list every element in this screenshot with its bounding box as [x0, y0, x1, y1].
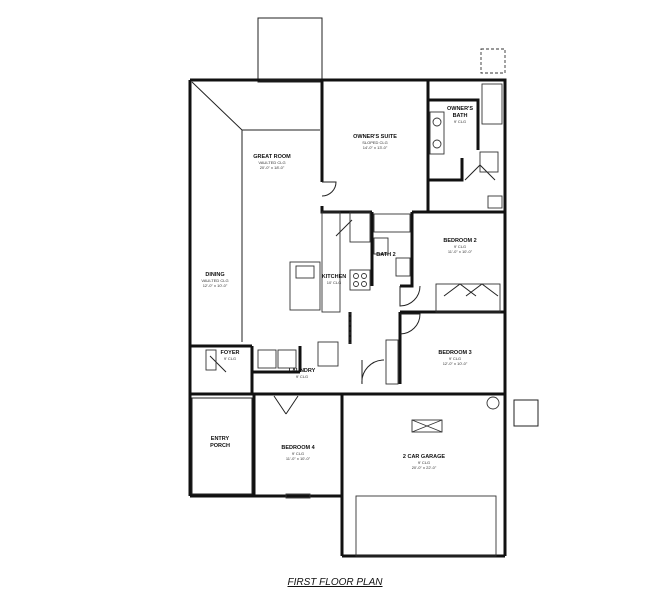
hvac-pad-rear: [480, 48, 506, 74]
svg-text:OWNER'S: OWNER'S: [447, 106, 473, 112]
rear-patio: [257, 17, 323, 83]
svg-text:9' CLG: 9' CLG: [296, 374, 308, 379]
kitchen-fixtures: [289, 211, 371, 367]
svg-text:OWNER'S SUITE: OWNER'S SUITE: [353, 134, 397, 140]
svg-text:12'-0" x 10'-0": 12'-0" x 10'-0": [443, 361, 468, 366]
svg-text:LAUNDRY: LAUNDRY: [289, 368, 316, 374]
svg-text:PORCH: PORCH: [210, 443, 230, 449]
room-label-laundry: LAUNDRY 9' CLG: [289, 368, 316, 379]
svg-text:14'-0" x 13'-0": 14'-0" x 13'-0": [363, 145, 388, 150]
room-label-bedroom-3: BEDROOM 3 9' CLG 12'-0" x 10'-0": [438, 350, 471, 366]
svg-text:ENTRY: ENTRY: [211, 436, 230, 442]
svg-text:10' CLG: 10' CLG: [327, 280, 342, 285]
room-label-owners-suite: OWNER'S SUITE SLOPED CLG 14'-0" x 13'-0": [353, 134, 397, 150]
room-label-bedroom-2: BEDROOM 2 9' CLG 11'-0" x 10'-0": [443, 238, 476, 254]
garage-fixtures: [355, 396, 500, 557]
svg-text:11'-0" x 10'-0": 11'-0" x 10'-0": [448, 249, 473, 254]
room-label-great-room: GREAT ROOM VAULTED CLG 20'-0" x 18'-0": [253, 154, 291, 170]
svg-text:12'-0" x 10'-0": 12'-0" x 10'-0": [203, 283, 228, 288]
vaulted-ceiling-lines: [191, 81, 320, 342]
svg-text:20'-0" x 18'-0": 20'-0" x 18'-0": [260, 165, 285, 170]
plan-title: FIRST FLOOR PLAN: [287, 577, 383, 588]
svg-text:9' CLG: 9' CLG: [454, 244, 466, 249]
room-label-dining: DINING VAULTED CLG 12'-0" x 10'-0": [201, 272, 228, 288]
owners-bath-fixtures: [429, 83, 503, 209]
exterior-walls: [188, 78, 507, 558]
svg-text:11'-0" x 10'-0": 11'-0" x 10'-0": [286, 456, 311, 461]
room-label-garage: 2 CAR GARAGE 9' CLG 20'-0" x 22'-0": [403, 454, 446, 470]
svg-text:VAULTED CLG: VAULTED CLG: [201, 278, 228, 283]
svg-text:BEDROOM 4: BEDROOM 4: [281, 445, 315, 451]
windows: [260, 79, 320, 499]
room-label-kitchen: KITCHEN 10' CLG: [322, 274, 346, 285]
hvac-pad-side: [513, 399, 539, 427]
room-label-owners-bath: OWNER'S BATH 9' CLG: [447, 106, 473, 124]
svg-text:DINING: DINING: [205, 272, 224, 278]
room-label-bath-2: BATH 2: [376, 252, 395, 258]
svg-text:BEDROOM 3: BEDROOM 3: [438, 350, 471, 356]
room-label-bedroom-4: BEDROOM 4 9' CLG 11'-0" x 10'-0": [281, 445, 315, 461]
svg-text:BEDROOM 2: BEDROOM 2: [443, 238, 476, 244]
bath-2-fixtures: [373, 213, 411, 277]
svg-text:FOYER: FOYER: [221, 350, 240, 356]
room-label-entry-porch: ENTRY PORCH: [210, 436, 230, 449]
svg-text:VAULTED CLG: VAULTED CLG: [258, 160, 285, 165]
laundry-fixtures: [205, 349, 297, 371]
svg-text:GREAT ROOM: GREAT ROOM: [253, 154, 291, 160]
svg-text:9' CLG: 9' CLG: [449, 356, 461, 361]
closets: [385, 283, 501, 385]
porch: [191, 397, 253, 495]
room-label-foyer: FOYER 9' CLG: [221, 350, 240, 361]
svg-text:9' CLG: 9' CLG: [292, 451, 304, 456]
svg-text:9' CLG: 9' CLG: [418, 460, 430, 465]
svg-text:9' CLG: 9' CLG: [224, 356, 236, 361]
interior-walls: [190, 80, 505, 496]
svg-text:2 CAR GARAGE: 2 CAR GARAGE: [403, 454, 446, 460]
svg-text:BATH: BATH: [453, 113, 468, 119]
svg-text:KITCHEN: KITCHEN: [322, 274, 346, 280]
svg-text:20'-0" x 22'-0": 20'-0" x 22'-0": [412, 465, 437, 470]
svg-text:BATH 2: BATH 2: [376, 252, 395, 258]
svg-text:SLOPED CLG: SLOPED CLG: [362, 140, 388, 145]
svg-text:9' CLG: 9' CLG: [454, 119, 466, 124]
